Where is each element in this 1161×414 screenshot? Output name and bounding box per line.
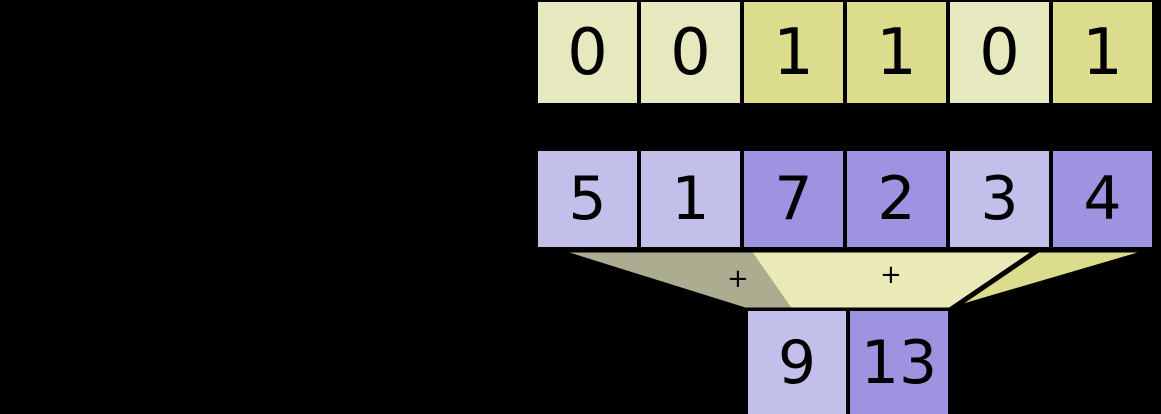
flags-row: 0 0 1 1 0 1 [536, 0, 1154, 105]
funnel-light-shape [552, 247, 1047, 313]
value-cell-5: 4 [1051, 149, 1154, 249]
funnel-dark-shape [743, 247, 1156, 313]
flag-cell-1: 0 [639, 0, 742, 105]
result-cell-0: 9 [746, 309, 848, 414]
value-cell-0: 5 [536, 149, 639, 249]
plus-operator-right: + [880, 260, 902, 290]
value-cell-2: 7 [742, 149, 845, 249]
values-row: 5 1 7 2 3 4 [536, 149, 1154, 249]
plus-operator-left: + [727, 264, 749, 294]
result-row: 9 13 [746, 309, 950, 414]
flag-cell-4: 0 [948, 0, 1051, 105]
flag-cell-3: 1 [845, 0, 948, 105]
value-cell-1: 1 [639, 149, 742, 249]
value-cell-4: 3 [948, 149, 1051, 249]
result-cell-1: 13 [848, 309, 950, 414]
value-cell-3: 2 [845, 149, 948, 249]
flag-cell-2: 1 [742, 0, 845, 105]
flag-cell-0: 0 [536, 0, 639, 105]
flag-cell-5: 1 [1051, 0, 1154, 105]
